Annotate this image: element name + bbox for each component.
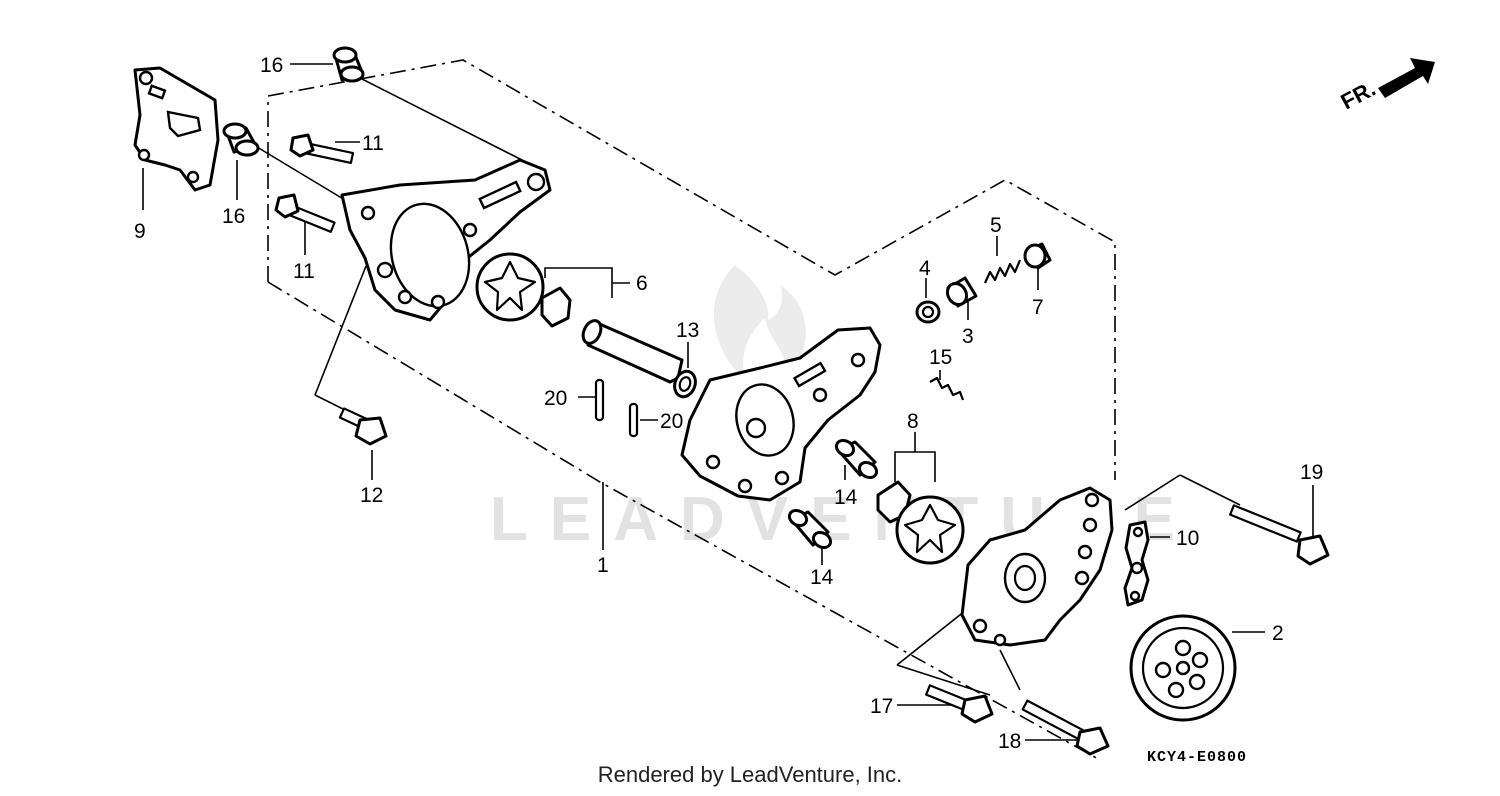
credit-footer: Rendered by LeadVenture, Inc. — [597, 762, 903, 787]
callout-7: 7 — [1032, 296, 1044, 319]
pump-cover-upper — [340, 158, 552, 322]
callout-20-left: 20 — [544, 387, 567, 410]
callout-6: 6 — [636, 272, 648, 295]
callout-2: 2 — [1272, 622, 1284, 645]
callout-13: 13 — [676, 319, 699, 342]
pump-shaft — [581, 319, 684, 384]
bracket-part-9 — [133, 66, 220, 192]
callout-10: 10 — [1176, 527, 1199, 550]
relief-valve-parts — [915, 242, 1052, 324]
pump-body-middle — [680, 326, 882, 502]
callout-11-lower: 11 — [293, 260, 315, 283]
callout-1: 1 — [597, 554, 609, 577]
collar-part-16-left — [222, 122, 260, 157]
callout-5: 5 — [990, 214, 1002, 237]
bolt-part-11-upper — [289, 133, 355, 164]
bolt-part-19 — [1229, 504, 1330, 566]
spring-part-5 — [983, 259, 1022, 284]
rotor-set-part-8 — [876, 480, 965, 565]
callout-8: 8 — [907, 410, 919, 433]
o-ring-part-13 — [673, 369, 697, 399]
collar-part-14-upper — [834, 438, 879, 480]
callout-4: 4 — [919, 257, 931, 280]
bolt-part-18 — [1021, 699, 1110, 756]
callout-numbers: 16 11 9 16 11 12 6 13 20 20 1 4 5 3 7 15… — [134, 54, 1323, 753]
callout-9: 9 — [134, 220, 146, 243]
callout-3: 3 — [962, 325, 974, 348]
rotor-set-part-6 — [475, 252, 572, 328]
gasket-part-10 — [1123, 520, 1150, 607]
dowel-pin-part-20-left — [594, 378, 605, 422]
callout-17: 17 — [870, 695, 893, 718]
callout-20-right: 20 — [660, 410, 683, 433]
bolt-part-12 — [338, 407, 388, 446]
callout-16-top: 16 — [260, 54, 283, 77]
diagram-code: KCY4-E0800 — [1147, 749, 1247, 766]
callout-14-lower: 14 — [810, 566, 834, 589]
assembly-outline — [267, 59, 1116, 761]
callout-18: 18 — [998, 730, 1021, 753]
dowel-pin-part-20-right — [628, 402, 639, 438]
callout-19: 19 — [1300, 461, 1323, 484]
front-direction-label: FR. — [1337, 76, 1380, 115]
collar-part-14-lower — [787, 508, 833, 550]
gear-part-2 — [1129, 614, 1237, 722]
pump-body-lower — [960, 486, 1114, 647]
callout-12: 12 — [360, 484, 383, 507]
spring-pin-part-15 — [929, 376, 965, 401]
bolt-part-17 — [925, 684, 994, 724]
callout-16-left: 16 — [222, 205, 245, 228]
callout-11-upper: 11 — [362, 132, 384, 155]
collar-part-16-top — [332, 46, 365, 83]
callout-15: 15 — [929, 346, 952, 369]
leader-lines — [142, 63, 1314, 741]
bolt-part-11-lower — [274, 193, 336, 233]
front-direction-arrow: FR. — [1337, 58, 1435, 114]
callout-14-upper: 14 — [834, 486, 858, 509]
